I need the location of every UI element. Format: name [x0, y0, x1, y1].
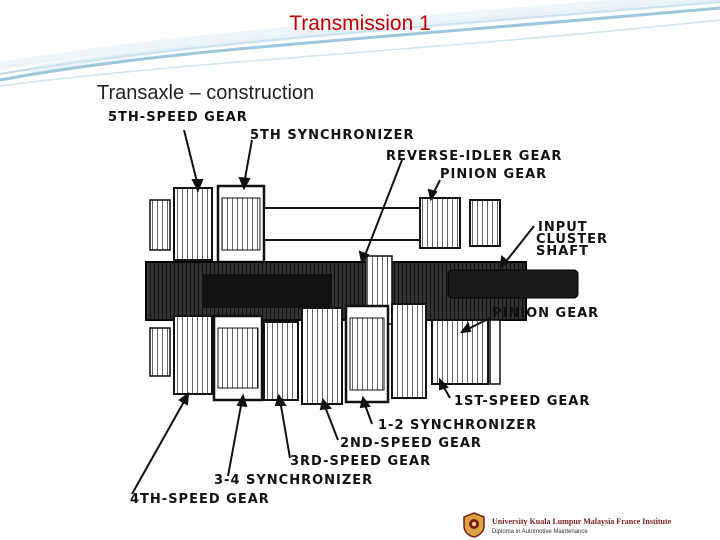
label-shaft: SHAFT: [536, 244, 589, 259]
label-1st-speed-gear: 1ST-SPEED GEAR: [454, 394, 590, 409]
transaxle-diagram: 5TH-SPEED GEAR 5TH SYNCHRONIZER REVERSE-…: [108, 110, 608, 507]
slide-title: Transmission 1: [289, 12, 431, 35]
footer-institute: University Kuala Lumpur Malaysia France …: [492, 517, 672, 526]
label-3-4-synchronizer: 3-4 SYNCHRONIZER: [214, 473, 373, 488]
slide-subtitle: Transaxle – construction: [97, 82, 315, 104]
label-pinion-gear-lower: PINION GEAR: [492, 306, 599, 321]
label-1-2-synchronizer: 1-2 SYNCHRONIZER: [378, 418, 537, 433]
upper-shaft-assembly: [149, 184, 501, 264]
label-5th-synchronizer: 5TH SYNCHRONIZER: [250, 128, 415, 143]
footer-diploma: Diploma in Automotive Maintenance: [492, 529, 588, 535]
leader-arrows: [131, 129, 535, 495]
label-5th-speed-gear: 5TH-SPEED GEAR: [108, 110, 248, 125]
footer: University Kuala Lumpur Malaysia France …: [462, 511, 720, 540]
label-input: INPUT: [538, 220, 588, 235]
university-logo-icon: [463, 512, 485, 538]
label-cluster: CLUSTER: [536, 232, 608, 247]
label-pinion-gear-top: PINION GEAR: [440, 167, 547, 182]
header-swoosh-decoration: [0, 0, 720, 87]
label-reverse-idler-gear: REVERSE-IDLER GEAR: [386, 149, 562, 164]
lower-shaft-assembly: [149, 303, 501, 405]
label-4th-speed-gear: 4TH-SPEED GEAR: [130, 492, 270, 507]
label-2nd-speed-gear: 2ND-SPEED GEAR: [340, 436, 482, 451]
label-3rd-speed-gear: 3RD-SPEED GEAR: [290, 454, 431, 469]
